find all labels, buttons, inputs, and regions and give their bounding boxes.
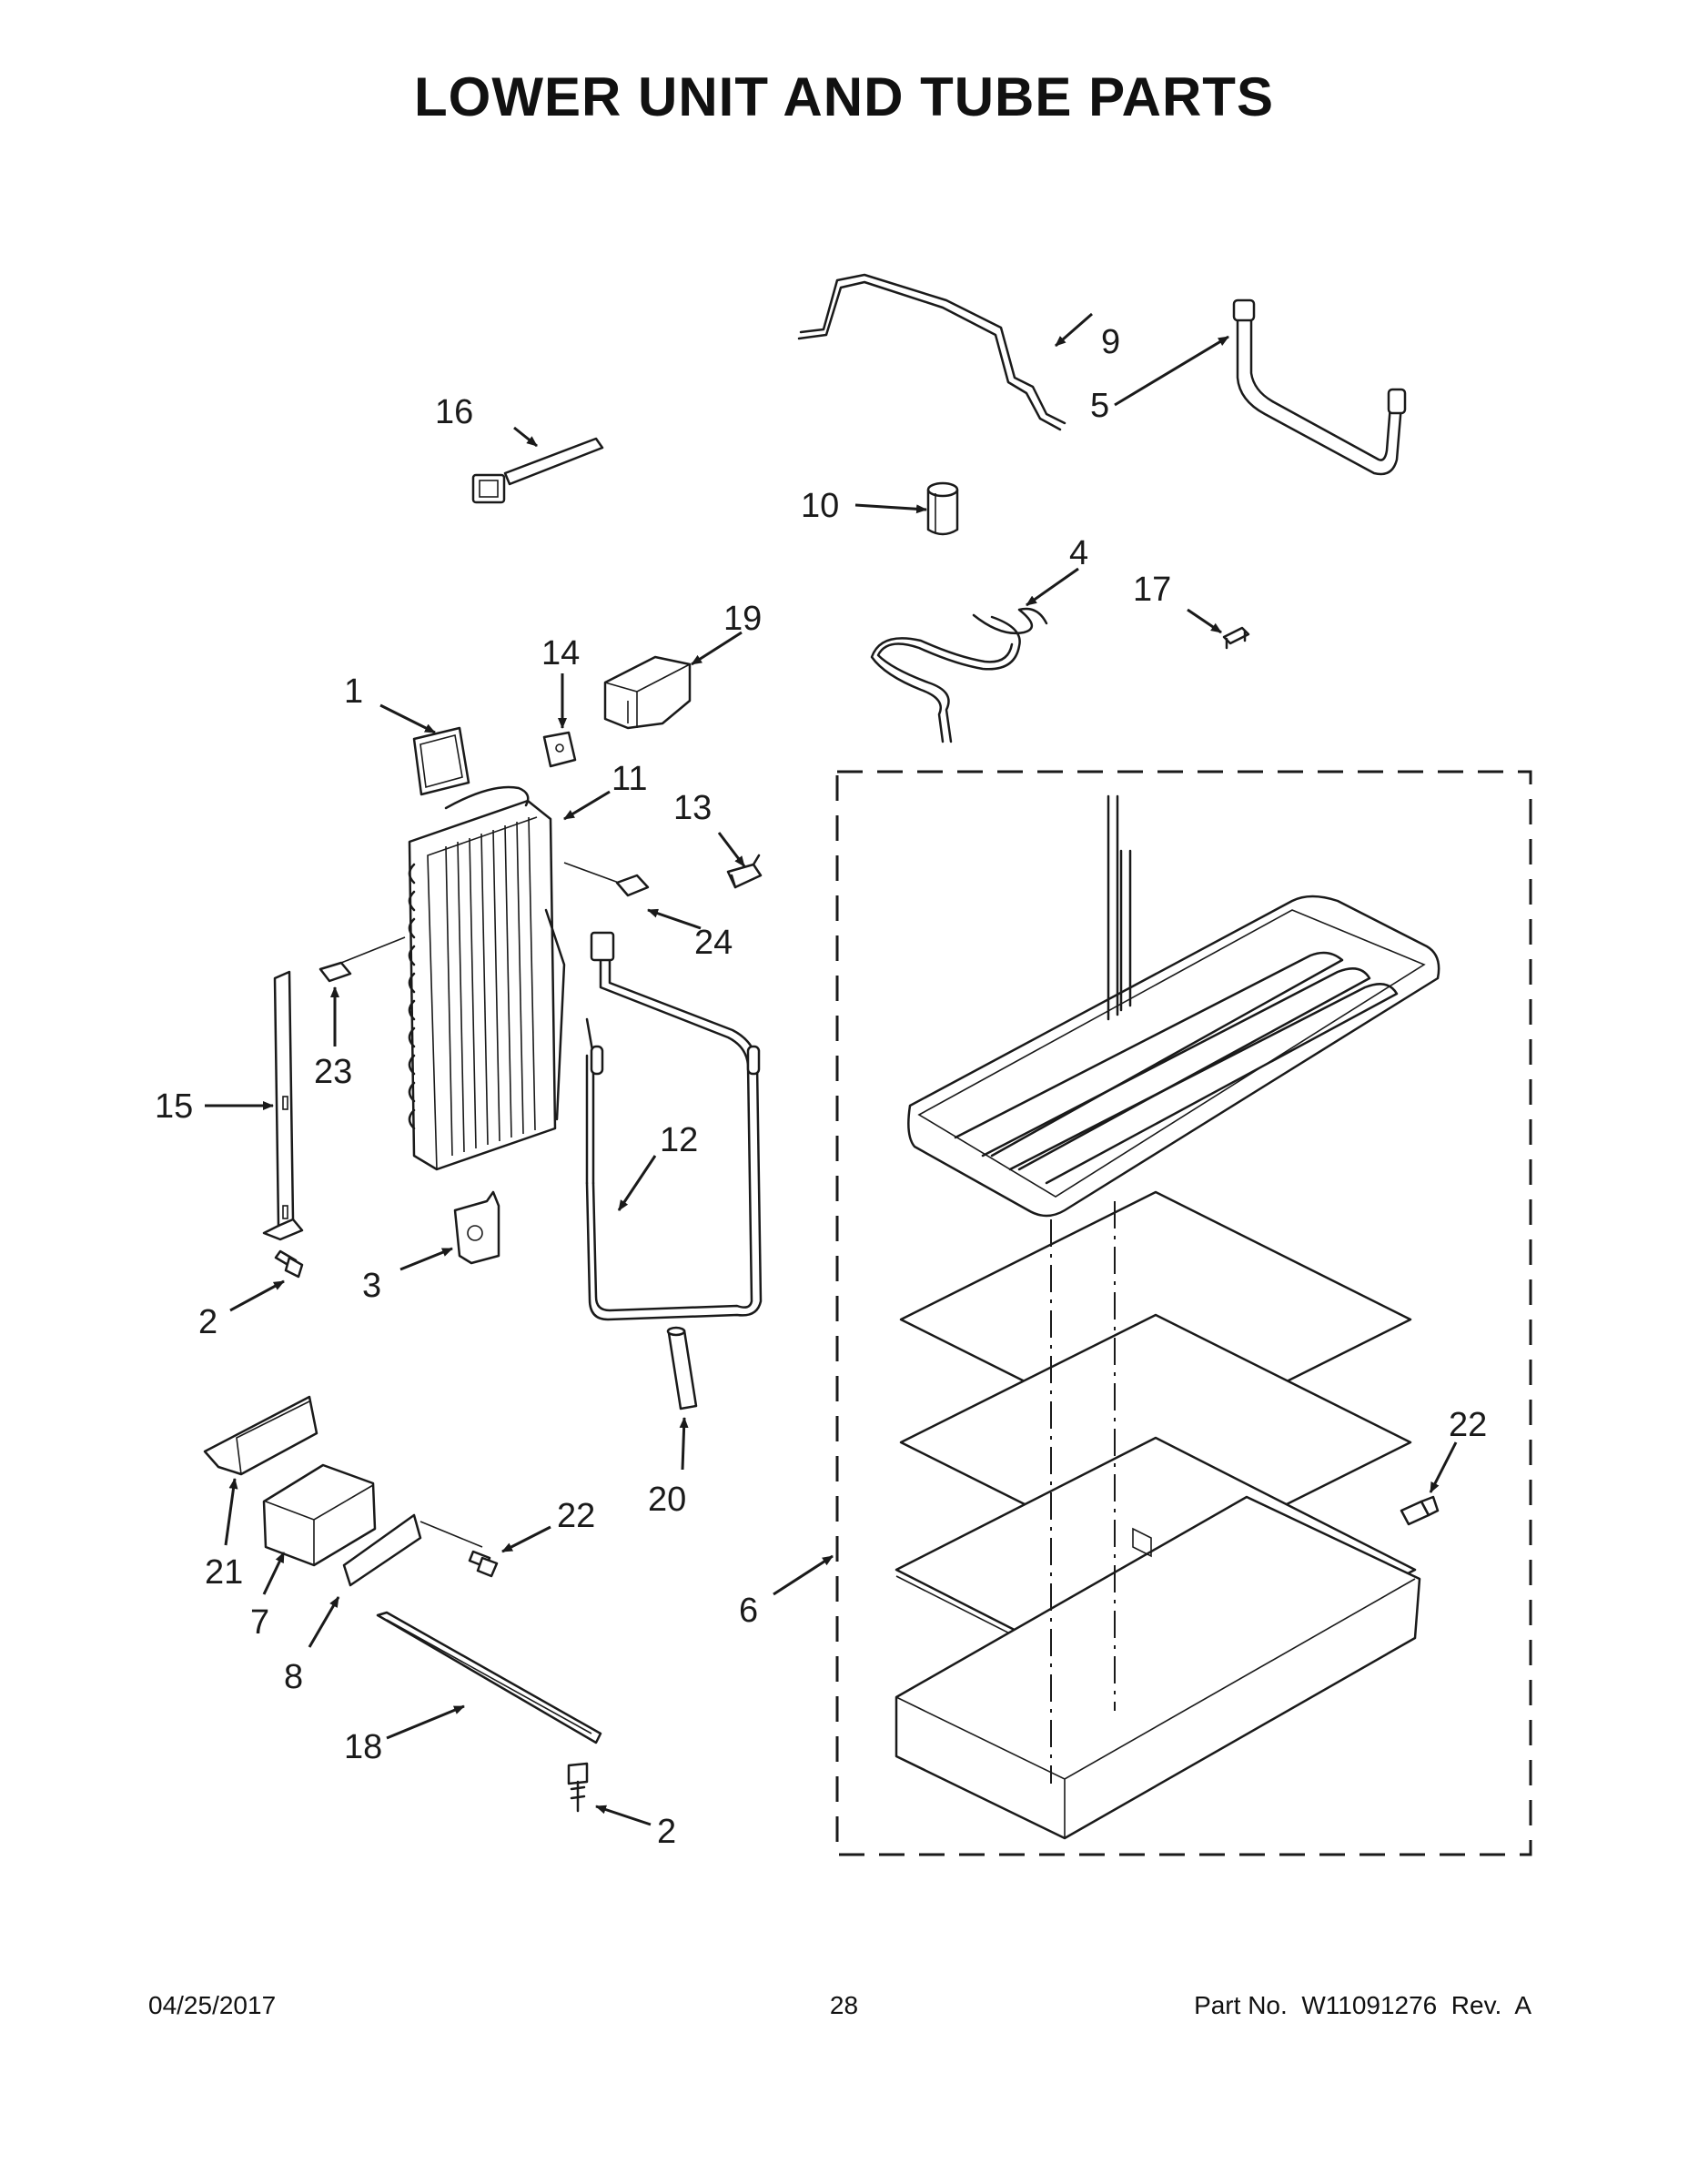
callout-21: 21	[205, 1553, 243, 1592]
drain-pan-assembly-part-6	[835, 770, 1532, 1856]
callout-12: 12	[660, 1121, 698, 1159]
callout-6: 6	[739, 1592, 758, 1630]
screw-part-22-left	[468, 1550, 499, 1578]
callout-16: 16	[435, 393, 473, 431]
plate-part-14	[542, 731, 577, 768]
heater-part-12	[585, 931, 763, 1321]
box-part-7	[262, 1463, 377, 1567]
screw-part-2-upper	[274, 1249, 304, 1279]
callout-9: 9	[1101, 323, 1120, 361]
footer-date: 04/25/2017	[148, 1991, 277, 2019]
screw-part-22-right	[1400, 1495, 1440, 1526]
page-title: LOWER UNIT AND TUBE PARTS	[414, 66, 1274, 127]
cable-tie-part-16	[471, 437, 604, 504]
sleeve-part-20	[666, 1326, 698, 1410]
bracket-part-15	[262, 970, 304, 1241]
cover-part-21	[203, 1395, 318, 1476]
callout-2-upper: 2	[198, 1303, 217, 1341]
callout-15: 15	[155, 1087, 193, 1126]
callout-3: 3	[362, 1267, 381, 1305]
callout-24: 24	[694, 924, 733, 962]
clip-part-17	[1222, 626, 1250, 650]
callout-22-right: 22	[1449, 1406, 1487, 1444]
callout-18: 18	[344, 1728, 382, 1766]
clip-part-13	[726, 854, 763, 889]
callout-1: 1	[344, 672, 363, 711]
tube-part-9	[797, 273, 1066, 431]
callout-17: 17	[1133, 571, 1171, 609]
pad-part-23	[318, 936, 406, 983]
pad-part-24	[563, 862, 650, 897]
callout-13: 13	[673, 789, 712, 827]
evaporator-part-11	[408, 785, 566, 1171]
bracket-part-3	[453, 1190, 500, 1265]
strip-part-18	[376, 1611, 602, 1744]
callout-8: 8	[284, 1658, 303, 1696]
callout-5: 5	[1090, 387, 1109, 425]
callout-23: 23	[314, 1053, 352, 1091]
callout-14: 14	[541, 634, 580, 672]
cover-part-1	[412, 726, 470, 796]
footer-part-number: Part No. W11091276 Rev. A	[1194, 1991, 1531, 2019]
callout-22-left: 22	[557, 1497, 595, 1535]
callout-labels: 9 5 16 10 4 17 19 1 14 11 13 24 23 15 12…	[155, 323, 1487, 1851]
callout-2-lower: 2	[657, 1813, 676, 1851]
callout-11: 11	[612, 760, 647, 798]
tube-part-5	[1232, 298, 1407, 476]
callout-7: 7	[250, 1603, 269, 1642]
tube-part-4	[870, 607, 1048, 743]
plate-part-8	[342, 1513, 483, 1587]
callout-arrows	[205, 312, 1458, 1826]
callout-19: 19	[723, 600, 762, 638]
screw-part-2-lower	[567, 1762, 589, 1813]
callout-20: 20	[648, 1481, 686, 1519]
footer-page-number: 28	[829, 1991, 859, 2019]
callout-4: 4	[1069, 534, 1088, 572]
bracket-part-19	[603, 655, 692, 730]
callout-10: 10	[801, 487, 839, 525]
cylinder-part-10	[926, 481, 959, 536]
